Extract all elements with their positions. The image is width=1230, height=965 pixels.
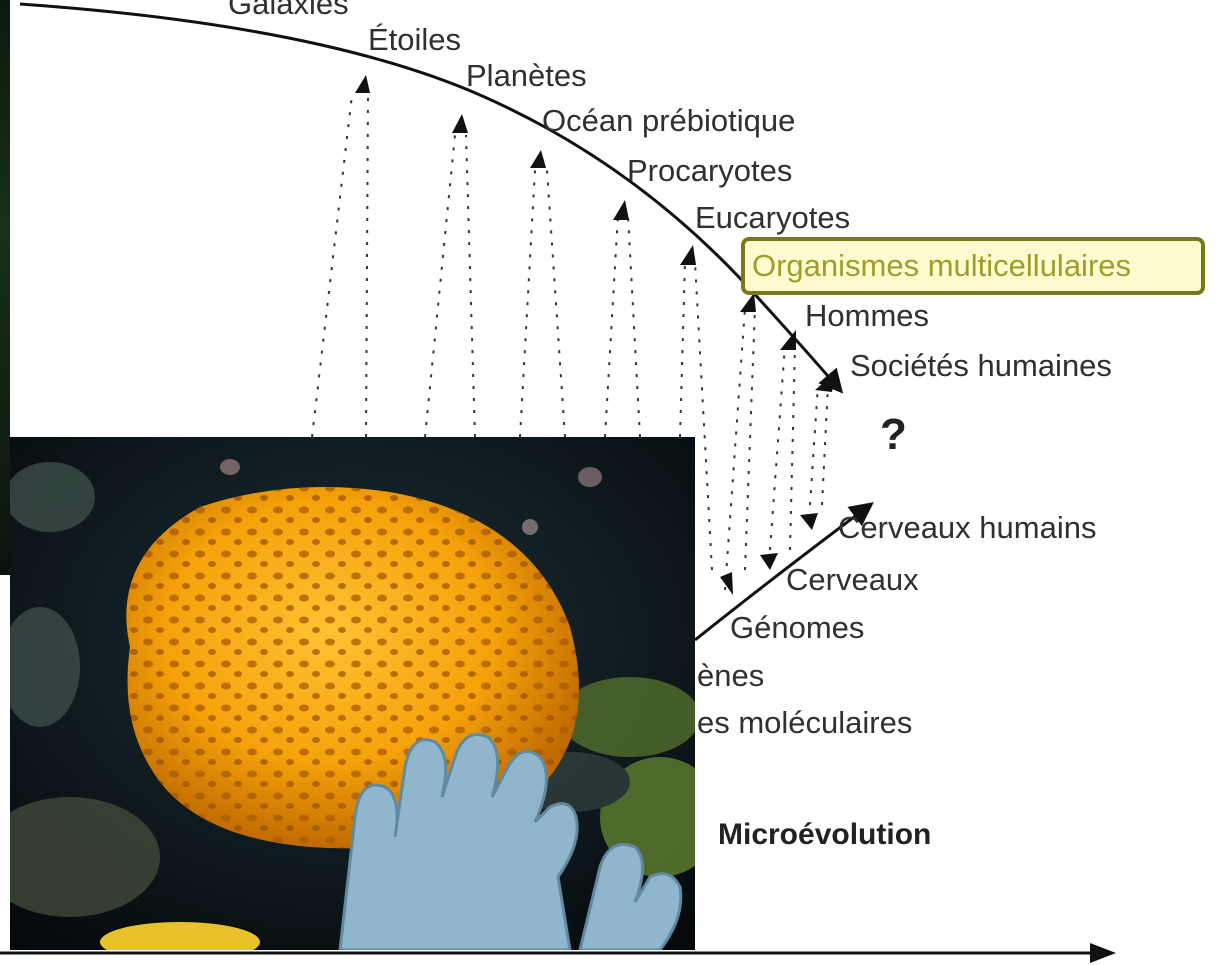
question-mark: ?: [880, 410, 907, 460]
label-moleculaires-partial: es moléculaires: [697, 705, 912, 741]
label-procaryotes: Procaryotes: [627, 153, 792, 189]
label-cerveaux-humains: Cerveaux humains: [838, 510, 1096, 546]
label-organismes-multicellulaires: Organismes multicellulaires: [752, 248, 1131, 284]
label-genes-partial: ènes: [697, 658, 764, 694]
label-planetes: Planètes: [466, 58, 587, 94]
macroevolution-curve: [20, 4, 840, 390]
label-microevolution: Microévolution: [718, 817, 931, 853]
sponge-photo: [10, 437, 695, 950]
time-axis-arrow: [1090, 943, 1116, 963]
label-hommes: Hommes: [805, 298, 929, 334]
label-ocean-prebiotique: Océan prébiotique: [542, 103, 795, 139]
label-cerveaux: Cerveaux: [786, 562, 919, 598]
label-eucaryotes: Eucaryotes: [695, 200, 850, 236]
label-societes-humaines: Sociétés humaines: [850, 348, 1112, 384]
label-genomes: Génomes: [730, 610, 864, 646]
background-image-edge: [0, 0, 10, 575]
label-etoiles: Étoiles: [368, 22, 461, 58]
label-galaxies: Galaxies: [228, 0, 349, 22]
